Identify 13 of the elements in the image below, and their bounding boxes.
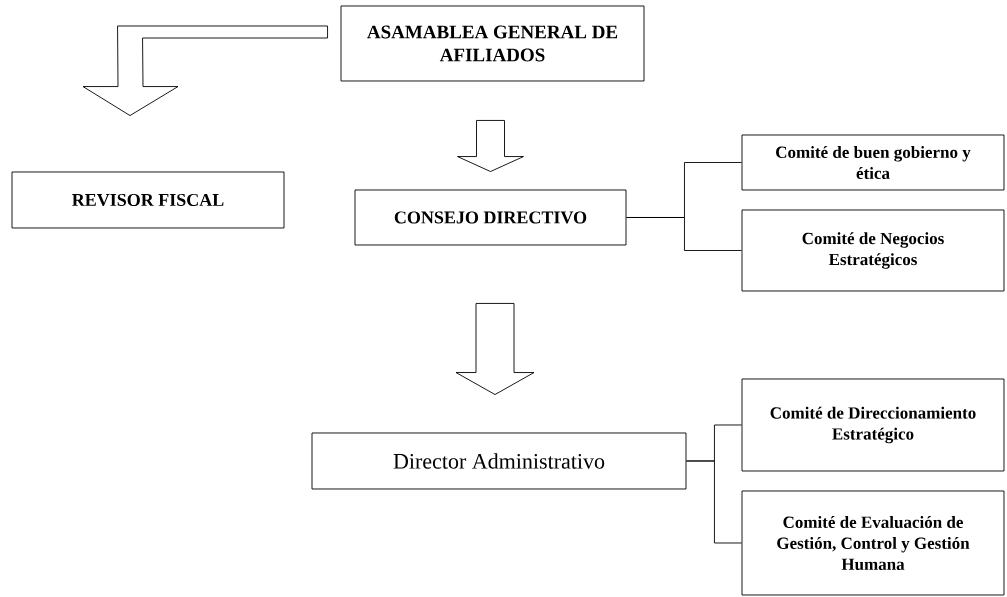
org-box: Director Administrativo	[311, 432, 687, 490]
block-arrow	[455, 303, 535, 395]
org-box: REVISOR FISCAL	[11, 171, 285, 229]
org-box: Comité de buen gobierno y ética	[741, 134, 1005, 191]
block-arrow	[82, 25, 328, 116]
org-box: Comité de Evaluación de Gestión, Control y Gestión Humana	[741, 490, 1005, 596]
org-box: Comité de Negocios Estratégicos	[741, 209, 1005, 292]
org-box: CONSEJO DIRECTIVO	[354, 189, 627, 246]
connector-line	[686, 460, 742, 544]
connector-line	[626, 217, 742, 251]
org-box: ASAMABLEA GENERAL DE AFILIADOS	[340, 5, 645, 82]
block-arrow	[457, 120, 524, 172]
org-box: Comité de Direccionamiento Estratégico	[741, 378, 1005, 472]
